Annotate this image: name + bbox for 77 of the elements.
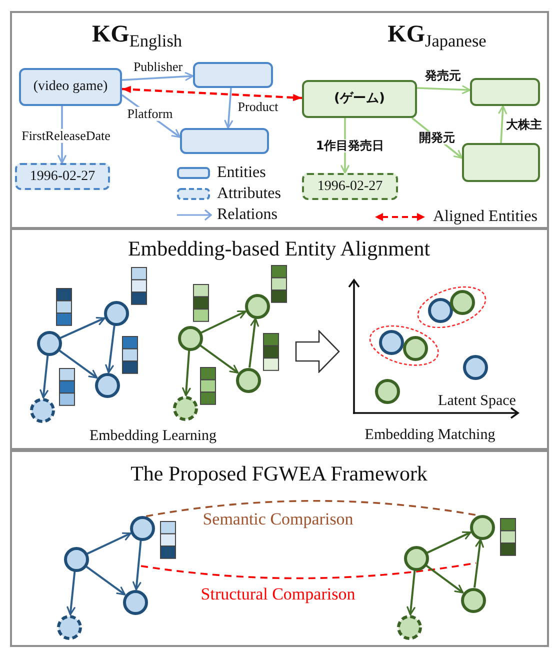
attribute-node	[56, 614, 82, 640]
caption: Embedding Matching	[364, 426, 496, 444]
entity-box	[470, 78, 540, 106]
arrow	[40, 355, 49, 398]
edge-label: 発売元	[423, 69, 463, 83]
legend-label: Relations	[217, 206, 278, 224]
embedding-point	[428, 298, 454, 324]
arrow	[474, 538, 484, 588]
edge-label: Semantic Comparison	[200, 510, 356, 530]
edge-label: 開発元	[417, 131, 457, 145]
entity-box	[462, 143, 540, 182]
edge-label: 大株主	[504, 118, 544, 132]
edge-label: Product	[236, 100, 280, 114]
axis-label: Latent Space	[438, 392, 516, 410]
entity-box: (ゲーム)	[302, 80, 417, 118]
arrow	[426, 531, 472, 554]
entity-box: (video game)	[19, 68, 122, 106]
legend-label: Entities	[217, 164, 266, 182]
dashed-ellipse	[368, 325, 440, 367]
graph-title: KG$_{Japanese}$	[388, 21, 486, 51]
entity-box	[180, 128, 269, 154]
arrow	[60, 317, 106, 339]
arrow	[105, 325, 116, 374]
embedding-point	[462, 354, 488, 380]
edge-label: Publisher	[131, 60, 185, 74]
attribute-node	[30, 398, 54, 422]
arrow	[182, 350, 191, 396]
double-arrow	[122, 86, 302, 102]
dashed-curve	[146, 500, 478, 518]
arrow	[498, 105, 507, 144]
caption: Embedding Learning	[89, 428, 217, 444]
arrow	[416, 85, 471, 94]
entity-node	[64, 546, 88, 572]
entity-node	[404, 546, 428, 570]
embedding-point	[403, 336, 428, 362]
entity-box	[193, 62, 273, 88]
attribute-node	[172, 396, 198, 420]
attribute-box: 1996-02-27	[15, 163, 110, 190]
embedding-point	[374, 378, 400, 404]
graph-title: KG$_{English}$	[92, 21, 182, 51]
entity-node	[236, 368, 260, 392]
panel-heading: Embedding-based Entity Alignment	[128, 237, 430, 261]
arrow	[224, 88, 233, 129]
arrow	[58, 350, 98, 378]
entity-node	[130, 516, 154, 540]
entity-node	[470, 514, 494, 540]
arrow	[86, 566, 126, 596]
arrow	[66, 571, 76, 616]
entity-node	[36, 330, 62, 356]
entity-node	[460, 588, 486, 612]
edge-label: Platform	[125, 106, 175, 122]
arrow	[248, 318, 259, 368]
panel	[10, 228, 549, 450]
entity-node	[122, 590, 148, 614]
dashed-ellipse	[417, 286, 487, 328]
entity-node	[244, 294, 270, 318]
panel	[10, 450, 549, 647]
embedding-point	[379, 330, 404, 356]
panel	[10, 11, 549, 229]
entity-node	[104, 300, 128, 326]
attribute-box: 1996-02-27	[302, 173, 398, 200]
arrow	[132, 540, 142, 590]
arrow	[406, 570, 416, 616]
legend-label: Attributes	[217, 185, 281, 203]
arrow	[200, 344, 239, 374]
attribute-node	[396, 614, 422, 640]
legend-label: Aligned Entities	[433, 208, 538, 226]
edge-label: FirstReleaseDate	[20, 128, 112, 144]
entity-node	[178, 326, 202, 350]
entity-node	[94, 372, 120, 398]
arrow	[200, 310, 246, 334]
arrow	[426, 564, 464, 594]
arrow	[86, 532, 132, 555]
curve-label: Structural Comparison	[200, 586, 356, 604]
arrow	[122, 72, 194, 81]
panel-heading: The Proposed FGWEA Framework	[130, 462, 428, 486]
embedding-point	[450, 290, 476, 316]
